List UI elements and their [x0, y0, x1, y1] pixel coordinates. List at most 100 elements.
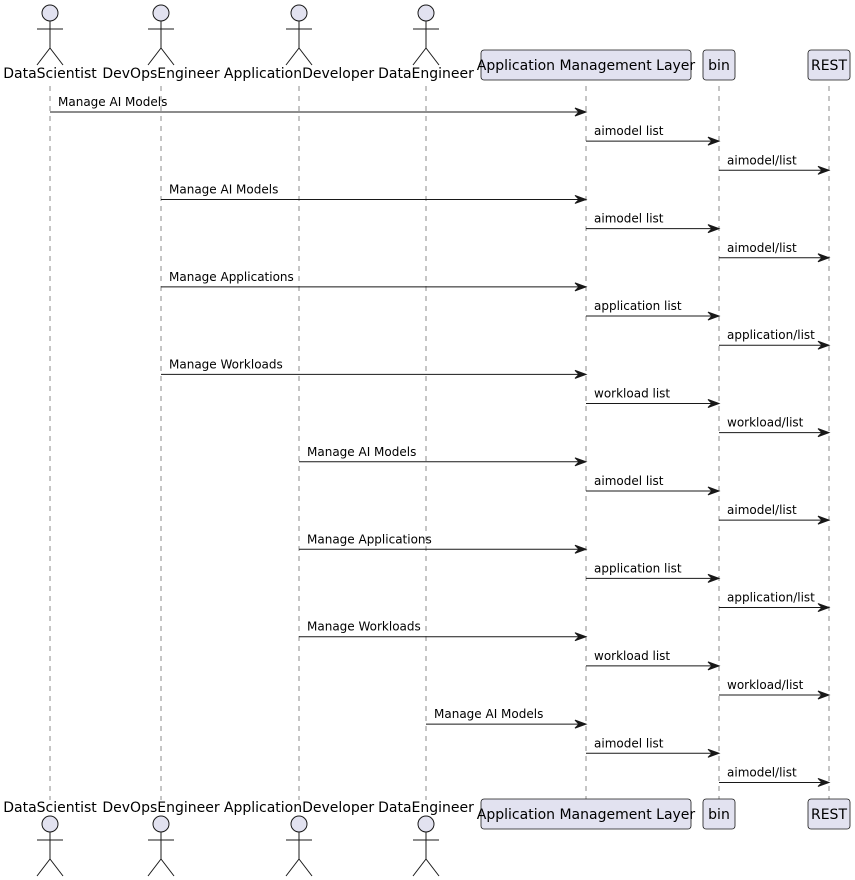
- actor-label-bottom: DataScientist: [3, 800, 97, 816]
- message-label: Manage Applications: [169, 270, 294, 284]
- participant-application-management-layer-top: Application Management Layer: [477, 49, 696, 81]
- actor-dataengineer-top: [412, 4, 440, 66]
- arrow-head-icon: [574, 369, 588, 379]
- message-18: application/list: [719, 591, 831, 613]
- message-11: workload list: [586, 387, 721, 408]
- participant-heads: DataScientistDataScientistDevOpsEngineer…: [3, 4, 851, 877]
- message-label: aimodel/list: [727, 153, 797, 167]
- message-24: aimodel/list: [719, 765, 831, 787]
- message-label: application/list: [727, 328, 815, 342]
- participant-box: [702, 49, 736, 81]
- arrow-head-icon: [574, 107, 588, 117]
- participant-label-bottom: REST: [811, 807, 847, 823]
- arrow-head-icon: [817, 603, 831, 613]
- message-label: aimodel/list: [727, 503, 797, 517]
- arrow-head-icon: [707, 136, 721, 146]
- participant-label-top: bin: [708, 58, 730, 74]
- message-4: Manage AI Models: [161, 182, 588, 204]
- message-13: Manage AI Models: [299, 445, 588, 467]
- message-label: aimodel/list: [727, 241, 797, 255]
- message-label: aimodel list: [594, 124, 664, 138]
- participant-label-bottom: Application Management Layer: [477, 807, 696, 823]
- participant-bin-bottom: bin: [702, 798, 736, 830]
- message-label: Manage Applications: [307, 532, 432, 546]
- actor-label-bottom: ApplicationDeveloper: [224, 800, 374, 816]
- actor-applicationdeveloper-top: [285, 4, 313, 66]
- participant-box: [480, 798, 692, 830]
- actor-label-top: DataEngineer: [378, 66, 474, 82]
- message-label: application list: [594, 561, 682, 575]
- message-label: workload/list: [727, 416, 804, 430]
- actor-label-bottom: DevOpsEngineer: [102, 800, 219, 816]
- actor-datascientist-top: [36, 4, 64, 66]
- actor-label-top: DevOpsEngineer: [102, 66, 219, 82]
- arrow-head-icon: [574, 457, 588, 467]
- arrow-head-icon: [707, 311, 721, 321]
- messages: Manage AI Models aimodel list aimodel/list…: [50, 95, 831, 787]
- message-3: aimodel/list: [719, 153, 831, 175]
- arrow-head-icon: [574, 194, 588, 204]
- arrow-head-icon: [707, 224, 721, 234]
- message-17: application list: [586, 561, 721, 583]
- message-label: Manage AI Models: [58, 95, 167, 109]
- arrow-head-icon: [817, 515, 831, 525]
- participant-label-top: Application Management Layer: [477, 58, 696, 74]
- message-label: aimodel list: [594, 736, 664, 750]
- participant-box: [807, 798, 851, 830]
- actor-datascientist-bottom: [36, 815, 64, 877]
- message-label: workload list: [594, 387, 670, 401]
- participant-box: [702, 798, 736, 830]
- arrow-head-icon: [707, 486, 721, 496]
- arrow-head-icon: [817, 340, 831, 350]
- arrow-head-icon: [707, 399, 721, 408]
- message-20: workload list: [586, 649, 721, 671]
- message-7: Manage Applications: [161, 270, 588, 292]
- participant-box: [480, 49, 692, 81]
- arrow-head-icon: [574, 719, 588, 729]
- arrow-head-icon: [574, 632, 588, 642]
- message-15: aimodel/list: [719, 503, 831, 525]
- message-19: Manage Workloads: [299, 620, 588, 642]
- message-6: aimodel/list: [719, 241, 831, 263]
- message-label: application/list: [727, 591, 815, 605]
- arrow-head-icon: [817, 165, 831, 175]
- message-8: application list: [586, 299, 721, 321]
- arrow-head-icon: [707, 748, 721, 758]
- actor-label-top: DataScientist: [3, 66, 97, 82]
- arrow-head-icon: [817, 777, 831, 787]
- message-2: aimodel list: [586, 124, 721, 146]
- arrow-head-icon: [707, 573, 721, 583]
- message-14: aimodel list: [586, 474, 721, 496]
- participant-rest-bottom: REST: [807, 798, 851, 830]
- message-label: Manage AI Models: [434, 707, 543, 721]
- message-23: aimodel list: [586, 736, 721, 758]
- message-label: Manage Workloads: [169, 357, 283, 371]
- message-22: Manage AI Models: [426, 707, 588, 729]
- arrow-head-icon: [817, 253, 831, 263]
- participant-bin-top: bin: [702, 49, 736, 81]
- message-10: Manage Workloads: [161, 357, 588, 379]
- message-label: Manage AI Models: [307, 445, 416, 459]
- participant-rest-top: REST: [807, 49, 851, 81]
- message-label: Manage Workloads: [307, 620, 421, 634]
- message-label: application list: [594, 299, 682, 313]
- arrow-head-icon: [574, 282, 588, 292]
- participant-label-bottom: bin: [708, 807, 730, 823]
- actor-applicationdeveloper-bottom: [285, 815, 313, 877]
- actor-devopsengineer-bottom: [147, 815, 175, 877]
- message-16: Manage Applications: [299, 532, 588, 554]
- lifelines: [49, 86, 830, 800]
- arrow-head-icon: [574, 544, 588, 554]
- arrow-head-icon: [817, 690, 831, 700]
- message-label: workload list: [594, 649, 670, 663]
- actor-label-top: ApplicationDeveloper: [224, 66, 374, 82]
- actor-dataengineer-bottom: [412, 815, 440, 877]
- message-5: aimodel list: [586, 212, 721, 234]
- message-label: aimodel list: [594, 212, 664, 226]
- message-label: aimodel/list: [727, 765, 797, 779]
- participant-label-top: REST: [811, 58, 847, 74]
- participant-application-management-layer-bottom: Application Management Layer: [477, 798, 696, 830]
- actor-label-bottom: DataEngineer: [378, 800, 474, 816]
- message-label: workload/list: [727, 678, 804, 692]
